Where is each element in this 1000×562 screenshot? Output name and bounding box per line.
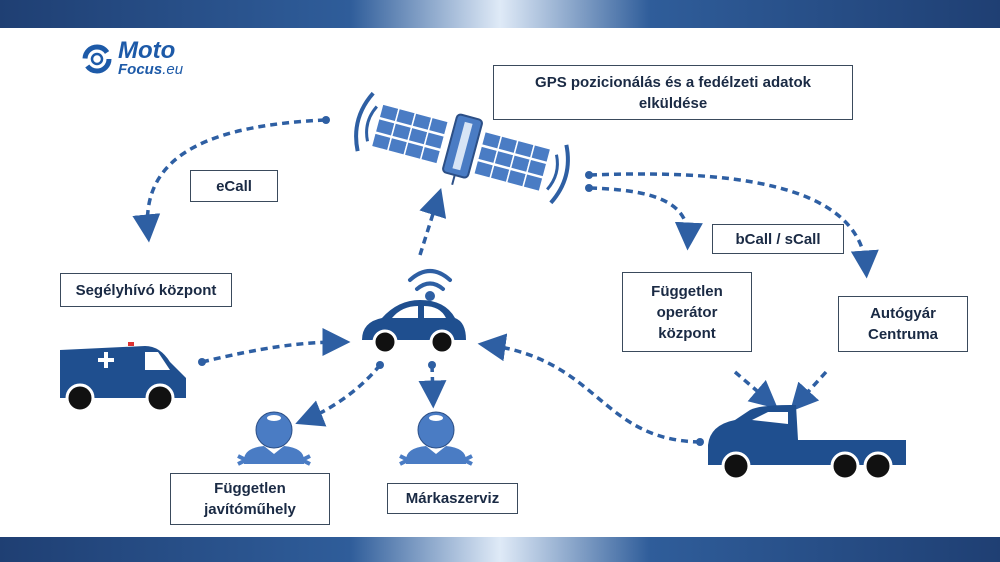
emergency-center-text: Segélyhívó központ: [75, 281, 217, 299]
logo-text-focus: Focus: [118, 61, 163, 78]
arrow-car-to-satellite: [418, 187, 447, 256]
bcall-label: bCall / sCall: [712, 224, 844, 254]
manufacturer-line1: Autógyár: [870, 305, 936, 322]
ecall-text: eCall: [216, 177, 252, 195]
mechanic-icon-brand-service: [399, 411, 473, 466]
brand-service-text: Márkaszerviz: [405, 490, 500, 507]
mechanic-icon-workshop: [237, 411, 311, 466]
emergency-center-label: Segélyhívó központ: [60, 273, 232, 307]
operator-line1: Független: [651, 282, 723, 300]
satellite-icon: [354, 91, 570, 205]
gps-label-line2: elküldése: [638, 94, 708, 112]
ambulance-icon: [60, 342, 186, 413]
logo-text-suffix: .eu: [162, 61, 184, 78]
logo-arrows-icon: [82, 44, 112, 74]
gps-label-box: GPS pozicionálás és a fedélzeti adatok e…: [493, 65, 853, 120]
brand-service-label: Márkaszerviz: [387, 483, 518, 514]
signal-waves-icon: [408, 269, 452, 301]
ecall-label: eCall: [190, 170, 278, 202]
motofocus-logo: Moto Focus.eu: [80, 37, 184, 78]
arrow-operator-to-truck: [733, 370, 778, 409]
operator-line2: operátor: [656, 303, 718, 321]
workshop-line1: Független: [214, 480, 286, 497]
top-banner: [0, 0, 1000, 28]
arrow-satellite-to-operator: [589, 186, 703, 251]
manufacturer-center-label: Autógyár Centruma: [838, 296, 968, 352]
operator-line3: központ: [658, 324, 716, 342]
arrow-truck-to-car: [477, 333, 701, 444]
bcall-text: bCall / sCall: [735, 230, 821, 248]
pickup-truck-icon: [708, 405, 906, 481]
gps-label-line1: GPS pozicionálás és a fedélzeti adatok: [535, 73, 811, 91]
arrow-car-to-workshop: [295, 363, 382, 427]
logo-text-moto: Moto: [118, 37, 176, 64]
workshop-line2: javítóműhely: [204, 501, 296, 518]
arrow-satellite-to-emergency: [132, 118, 326, 243]
operator-center-label: Független operátor központ: [622, 272, 752, 352]
car-icon: [362, 300, 466, 355]
arrow-manufacturer-to-truck: [789, 370, 828, 412]
bottom-banner: [0, 537, 1000, 562]
arrow-satellite-to-manufacturer: [589, 172, 879, 279]
manufacturer-line2: Centruma: [867, 326, 938, 343]
arrow-ambulance-to-car: [201, 328, 351, 364]
arrow-car-to-brand-service: [418, 364, 447, 409]
independent-workshop-label: Független javítóműhely: [170, 473, 330, 525]
